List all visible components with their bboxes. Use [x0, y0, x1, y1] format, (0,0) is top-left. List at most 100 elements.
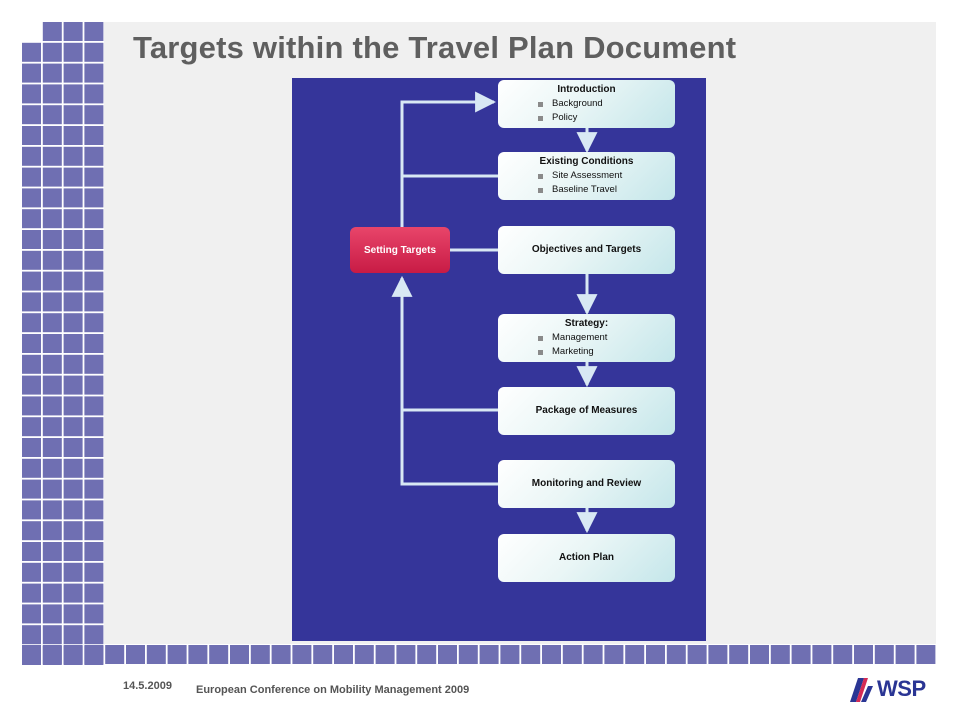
grid-tile: [22, 188, 41, 208]
grid-tile: [42, 583, 62, 603]
bullet-item: Baseline Travel: [538, 183, 675, 197]
grid-tile: [84, 334, 104, 353]
step-bullets: Background Policy: [498, 97, 675, 125]
step-title: Monitoring and Review: [531, 478, 642, 489]
grid-tile: [42, 542, 62, 561]
grid-tile: [292, 645, 312, 664]
bullet-item: Management: [538, 331, 675, 345]
grid-tile: [770, 645, 790, 664]
grid-tile: [22, 354, 41, 374]
grid-tile: [646, 645, 665, 664]
grid-tile: [63, 458, 83, 478]
grid-tile: [63, 250, 83, 270]
grid-tile: [63, 645, 83, 664]
grid-tile: [22, 375, 41, 395]
grid-tile: [63, 84, 83, 104]
step-title: Introduction: [557, 83, 616, 95]
travel-plan-diagram: Introduction Background Policy Existing …: [292, 78, 706, 641]
step-package-of-measures: Package of Measures: [498, 387, 675, 435]
grid-tile: [687, 645, 707, 664]
grid-tile: [22, 313, 41, 333]
grid-tile: [854, 645, 873, 664]
grid-tile: [84, 583, 104, 603]
grid-tile: [22, 417, 41, 437]
grid-tile: [666, 645, 686, 664]
grid-tile: [729, 645, 749, 664]
step-introduction: Introduction Background Policy: [498, 80, 675, 128]
grid-tile: [22, 542, 41, 561]
grid-tile: [22, 126, 41, 145]
grid-tile: [63, 42, 83, 62]
step-bullets: Site Assessment Baseline Travel: [498, 169, 675, 197]
grid-tile: [583, 645, 603, 664]
grid-tile: [188, 645, 208, 664]
grid-tile: [63, 167, 83, 187]
grid-tile: [84, 271, 104, 291]
grid-tile: [63, 292, 83, 312]
grid-tile: [42, 396, 62, 416]
grid-tile: [146, 645, 166, 664]
grid-tile: [22, 146, 41, 166]
grid-tile: [22, 625, 41, 645]
grid-tile: [84, 84, 104, 104]
grid-tile: [874, 645, 894, 664]
step-bullets: Management Marketing: [498, 331, 675, 359]
footer-conference-name: European Conference on Mobility Manageme…: [196, 684, 470, 696]
grid-tile: [42, 250, 62, 270]
grid-tile: [22, 250, 41, 270]
grid-tile: [625, 645, 645, 664]
grid-tile: [63, 500, 83, 520]
grid-tile: [22, 84, 41, 104]
grid-tile: [63, 542, 83, 561]
grid-tile: [230, 645, 249, 664]
grid-tile: [84, 167, 104, 187]
step-title: Package of Measures: [535, 405, 638, 416]
wsp-logo-text: WSP: [877, 676, 926, 701]
step-action-plan: Action Plan: [498, 534, 675, 582]
step-title: Existing Conditions: [539, 155, 634, 167]
grid-tile: [417, 645, 437, 664]
grid-tile: [750, 645, 769, 664]
bullet-item: Background: [538, 97, 675, 111]
grid-tile: [42, 105, 62, 125]
diagram-connectors: [391, 91, 598, 534]
grid-tile: [521, 645, 541, 664]
grid-tile: [63, 209, 83, 229]
wsp-logo: WSP: [848, 674, 926, 704]
grid-tile: [916, 645, 936, 664]
grid-tile: [42, 209, 62, 229]
grid-tile: [42, 479, 62, 499]
grid-tile: [42, 417, 62, 437]
grid-tile: [84, 354, 104, 374]
grid-tile: [22, 105, 41, 125]
decorative-grid-left: [22, 22, 104, 665]
grid-tile: [84, 645, 104, 664]
grid-tile: [42, 167, 62, 187]
step-monitoring-and-review: Monitoring and Review: [498, 460, 675, 508]
grid-tile: [42, 625, 62, 645]
grid-tile: [84, 479, 104, 499]
step-title: Strategy:: [564, 317, 609, 329]
grid-tile: [396, 645, 416, 664]
grid-tile: [63, 396, 83, 416]
grid-tile: [63, 479, 83, 499]
grid-tile: [84, 42, 104, 62]
grid-tile: [84, 458, 104, 478]
grid-tile: [22, 438, 41, 457]
grid-tile: [84, 500, 104, 520]
grid-tile: [791, 645, 811, 664]
grid-tile: [42, 438, 62, 457]
grid-tile: [22, 500, 41, 520]
grid-tile: [63, 583, 83, 603]
grid-tile: [22, 42, 41, 62]
grid-tile: [84, 542, 104, 561]
grid-tile: [63, 230, 83, 249]
grid-tile: [42, 562, 62, 582]
grid-tile: [22, 521, 41, 541]
grid-tile: [42, 271, 62, 291]
bullet-item: Marketing: [538, 345, 675, 359]
footer-date: 14.5.2009: [123, 680, 172, 692]
grid-tile: [42, 292, 62, 312]
grid-tile: [42, 458, 62, 478]
grid-tile: [84, 146, 104, 166]
